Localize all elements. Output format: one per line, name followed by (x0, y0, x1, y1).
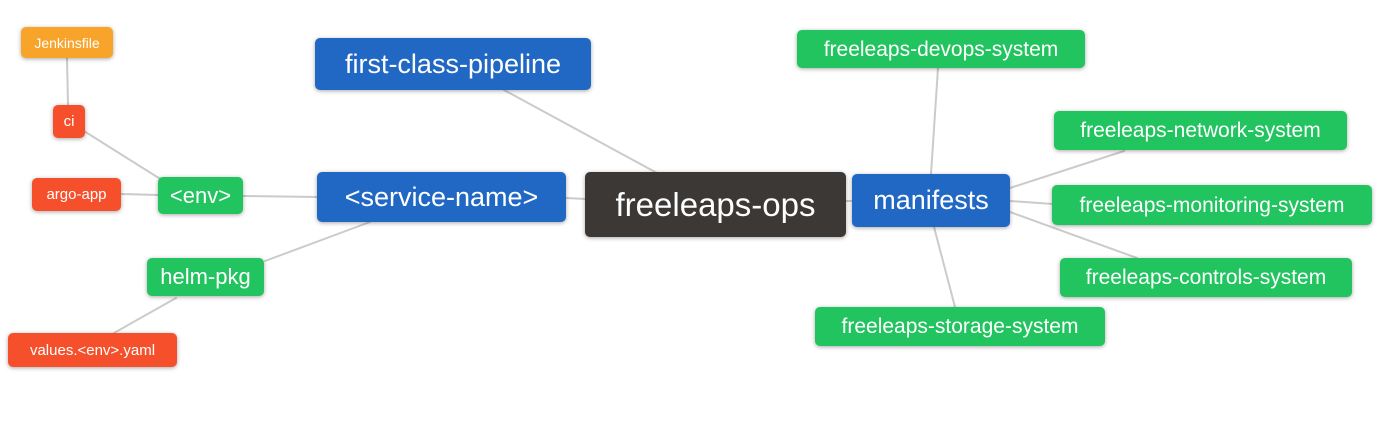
edge-service-name-to-freeleaps-ops (565, 197, 587, 200)
edge-manifests-to-monitoring-system (1009, 200, 1054, 205)
node-service-name[interactable]: <service-name> (317, 172, 566, 222)
node-freeleaps-ops[interactable]: freeleaps-ops (585, 172, 846, 237)
edge-argo-app-to-env (120, 193, 159, 196)
edge-env-to-service-name (242, 195, 318, 198)
edge-first-class-pipeline-to-freeleaps-ops (503, 89, 658, 174)
node-controls-system[interactable]: freeleaps-controls-system (1060, 258, 1352, 297)
node-argo-app[interactable]: argo-app (32, 178, 121, 211)
edge-manifests-to-devops-system (930, 67, 939, 175)
node-first-class-pipeline[interactable]: first-class-pipeline (315, 38, 591, 90)
node-manifests[interactable]: manifests (852, 174, 1010, 227)
edge-ci-to-env (83, 130, 163, 181)
edge-values-env-yaml-to-helm-pkg (113, 297, 177, 334)
node-storage-system[interactable]: freeleaps-storage-system (815, 307, 1105, 346)
edge-manifests-to-network-system (1009, 150, 1125, 189)
edge-jenkinsfile-to-ci (66, 57, 69, 106)
node-network-system[interactable]: freeleaps-network-system (1054, 111, 1347, 150)
node-values-env-yaml[interactable]: values.<env>.yaml (8, 333, 177, 367)
edge-manifests-to-storage-system (933, 226, 956, 308)
node-devops-system[interactable]: freeleaps-devops-system (797, 30, 1085, 68)
node-helm-pkg[interactable]: helm-pkg (147, 258, 264, 296)
node-jenkinsfile[interactable]: Jenkinsfile (21, 27, 113, 58)
edge-helm-pkg-to-service-name (264, 221, 371, 262)
edge-manifests-to-controls-system (1009, 211, 1138, 259)
node-env[interactable]: <env> (158, 177, 243, 214)
node-monitoring-system[interactable]: freeleaps-monitoring-system (1052, 185, 1372, 225)
node-ci[interactable]: ci (53, 105, 85, 138)
